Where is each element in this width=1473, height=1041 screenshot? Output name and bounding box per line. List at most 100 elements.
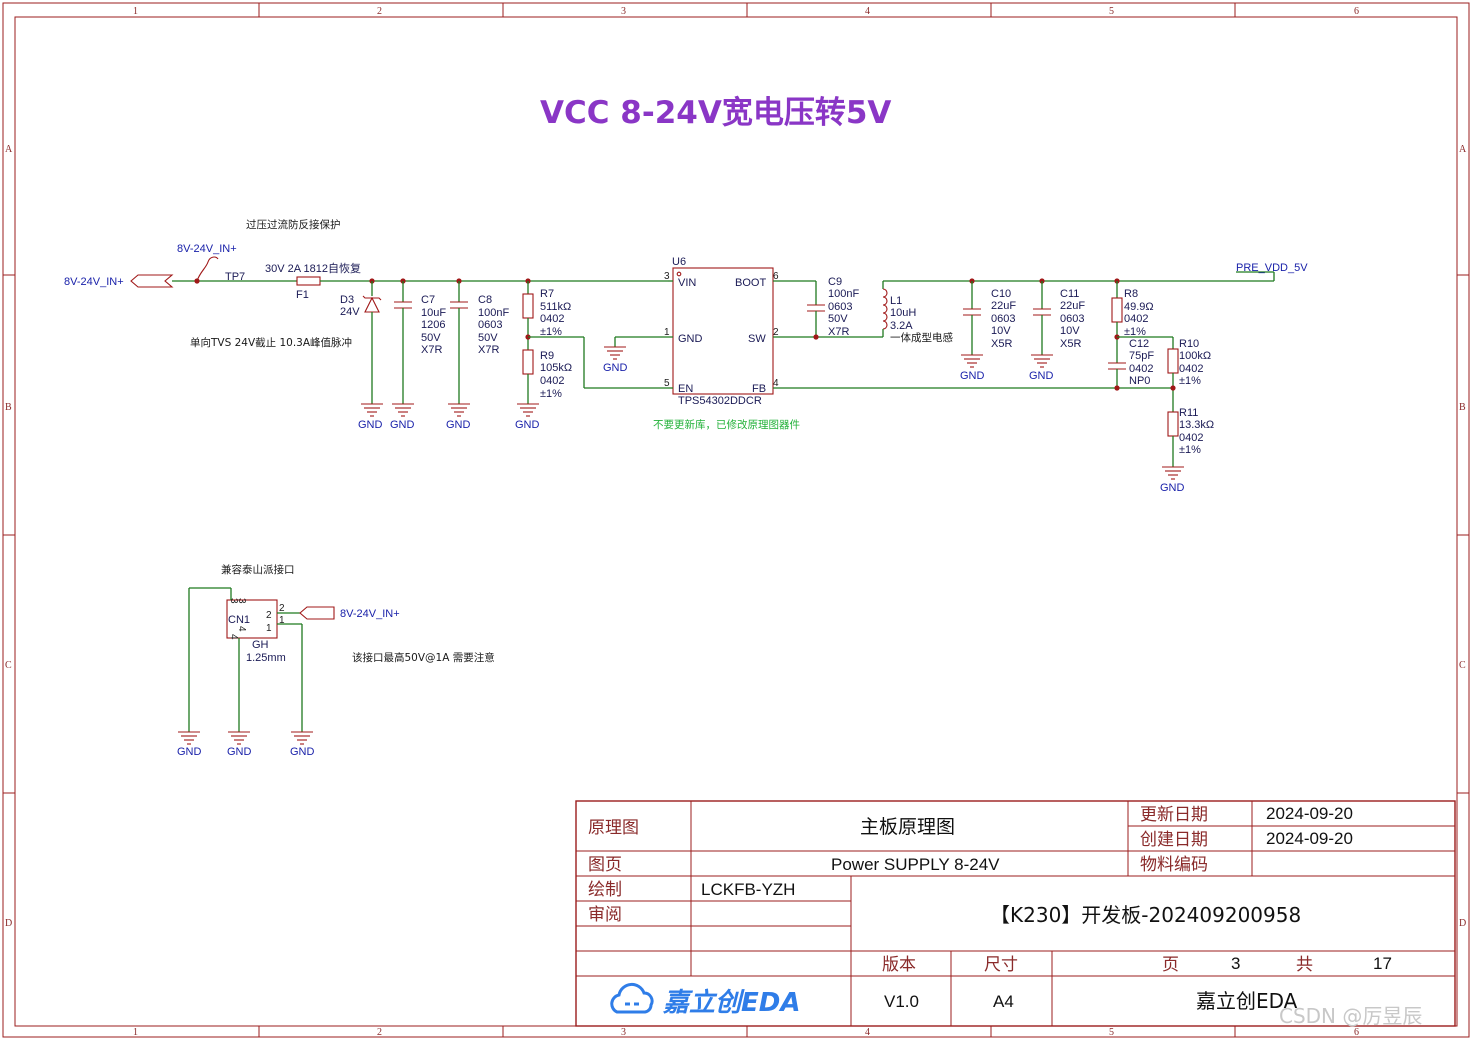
svg-text:C10: C10 xyxy=(991,288,1011,300)
svg-text:0603: 0603 xyxy=(991,313,1015,325)
capacitor-c11: C11 22uF 0603 10V X5R xyxy=(1033,281,1085,355)
capacitor-c9: C9 100nF 0603 50V X7R xyxy=(807,276,859,338)
resistor-r9: R9 105kΩ 0402 ±1% xyxy=(522,349,572,404)
col-label: 6 xyxy=(1354,6,1359,17)
test-point-tp7: 8V-24V_IN+ TP7 xyxy=(177,243,245,283)
svg-text:TP7: TP7 xyxy=(225,271,245,283)
svg-text:GH: GH xyxy=(252,639,269,651)
svg-text:30V 2A 1812自恢复: 30V 2A 1812自恢复 xyxy=(265,261,361,275)
svg-text:±1%: ±1% xyxy=(540,326,562,338)
svg-text:1: 1 xyxy=(266,623,272,634)
col-label: 4 xyxy=(865,1027,870,1038)
svg-text:0603: 0603 xyxy=(1060,313,1084,325)
svg-text:10V: 10V xyxy=(991,325,1011,337)
svg-text:4: 4 xyxy=(236,626,247,632)
svg-text:24V: 24V xyxy=(340,306,360,318)
svg-text:8V-24V_IN+: 8V-24V_IN+ xyxy=(177,243,237,255)
svg-text:511kΩ: 511kΩ xyxy=(540,301,571,313)
svg-text:CN1: CN1 xyxy=(228,614,250,626)
svg-text:X5R: X5R xyxy=(1060,338,1081,350)
svg-text:2: 2 xyxy=(773,327,779,338)
regulator-u6: U6 TPS54302DDCR 3 1 5 6 2 4 VIN GND EN B… xyxy=(664,256,779,407)
svg-text:3: 3 xyxy=(228,598,239,604)
sheet-title: VCC 8-24V宽电压转5V xyxy=(540,95,891,131)
tb-drawn-value: LCKFB-YZH xyxy=(701,880,795,899)
tb-total-value: 17 xyxy=(1373,954,1392,973)
eda-logo: 嘉立创EDA xyxy=(610,982,800,1018)
svg-text:3: 3 xyxy=(664,271,670,282)
svg-text:GND: GND xyxy=(390,419,415,431)
tb-material-label: 物料编码 xyxy=(1140,855,1208,875)
svg-text:100kΩ: 100kΩ xyxy=(1179,350,1211,362)
svg-text:0603: 0603 xyxy=(828,301,852,313)
tb-pg-value: 3 xyxy=(1231,954,1240,973)
svg-text:0402: 0402 xyxy=(1129,363,1153,375)
svg-text:1.25mm: 1.25mm xyxy=(246,652,286,664)
col-label: 6 xyxy=(1354,1027,1359,1038)
gnd-symbol: GND xyxy=(390,403,415,431)
compat-note: 兼容泰山派接口 xyxy=(221,563,295,576)
svg-text:1: 1 xyxy=(279,615,285,626)
gnd-symbol: GND xyxy=(358,403,383,431)
svg-text:2: 2 xyxy=(279,603,285,614)
input-net-port: 8V-24V_IN+ xyxy=(64,274,174,288)
svg-text:10V: 10V xyxy=(1060,325,1080,337)
svg-text:3.2A: 3.2A xyxy=(890,320,913,332)
svg-text:0402: 0402 xyxy=(1179,432,1203,444)
row-label: C xyxy=(5,660,12,671)
svg-text:X7R: X7R xyxy=(421,344,442,356)
svg-text:50V: 50V xyxy=(828,313,848,325)
col-label: 5 xyxy=(1109,1027,1114,1038)
svg-text:FB: FB xyxy=(752,383,766,395)
row-label: B xyxy=(1459,402,1466,413)
tb-size-value: A4 xyxy=(993,992,1014,1011)
svg-text:50V: 50V xyxy=(421,332,441,344)
svg-text:10uH: 10uH xyxy=(890,307,916,319)
resistor-r11: R11 13.3kΩ 0402 ±1% xyxy=(1167,407,1214,467)
connector-net-port: 8V-24V_IN+ xyxy=(299,606,400,620)
capacitor-c8: C8 100nF 0603 50V X7R xyxy=(450,281,509,404)
row-label: A xyxy=(1459,144,1467,155)
tb-review-label: 审阅 xyxy=(588,905,622,925)
svg-text:L1: L1 xyxy=(890,295,902,307)
svg-text:R11: R11 xyxy=(1179,407,1198,419)
svg-text:SW: SW xyxy=(748,333,766,345)
svg-text:1206: 1206 xyxy=(421,319,445,331)
gnd-symbol: GND xyxy=(290,731,315,758)
row-label: A xyxy=(5,144,13,155)
col-label: 5 xyxy=(1109,6,1114,17)
tb-total-label: 共 xyxy=(1296,955,1313,975)
svg-text:GND: GND xyxy=(1029,370,1054,382)
tb-created-value: 2024-09-20 xyxy=(1266,829,1353,848)
tb-schematic-value: 主板原理图 xyxy=(860,816,955,838)
svg-text:GND: GND xyxy=(290,746,315,758)
svg-text:C7: C7 xyxy=(421,294,435,306)
svg-text:0402: 0402 xyxy=(540,313,564,325)
svg-text:50V: 50V xyxy=(478,332,498,344)
tb-updated-label: 更新日期 xyxy=(1140,805,1208,825)
svg-text:R10: R10 xyxy=(1179,338,1199,350)
tb-updated-value: 2024-09-20 xyxy=(1266,804,1353,823)
svg-text:±1%: ±1% xyxy=(1124,326,1146,338)
svg-text:8V-24V_IN+: 8V-24V_IN+ xyxy=(64,276,124,288)
tb-size-label: 尺寸 xyxy=(984,955,1018,975)
svg-text:1: 1 xyxy=(664,327,670,338)
svg-text:8V-24V_IN+: 8V-24V_IN+ xyxy=(340,608,400,620)
svg-text:6: 6 xyxy=(773,271,779,282)
tb-created-label: 创建日期 xyxy=(1140,830,1208,850)
resistor-r10: R10 100kΩ 0402 ±1% xyxy=(1167,337,1211,412)
row-label: B xyxy=(5,402,12,413)
tb-version-label: 版本 xyxy=(882,955,916,975)
svg-text:22uF: 22uF xyxy=(1060,300,1085,312)
svg-text:10uF: 10uF xyxy=(421,307,446,319)
protect-note: 过压过流防反接保护 xyxy=(246,218,341,231)
svg-text:0603: 0603 xyxy=(478,319,502,331)
title-block: 原理图 主板原理图 更新日期 2024-09-20 创建日期 2024-09-2… xyxy=(575,800,1456,1027)
svg-text:100nF: 100nF xyxy=(828,288,859,300)
svg-text:49.9Ω: 49.9Ω xyxy=(1124,301,1154,313)
svg-text:TPS54302DDCR: TPS54302DDCR xyxy=(678,395,762,407)
svg-text:0402: 0402 xyxy=(1179,363,1203,375)
connector-cn1: CN1 GH 1.25mm 2 1 2 1 3 3 4 4 xyxy=(226,598,286,664)
resistor-r8: R8 49.9Ω 0402 ±1% xyxy=(1111,281,1154,363)
svg-text:GND: GND xyxy=(446,419,471,431)
